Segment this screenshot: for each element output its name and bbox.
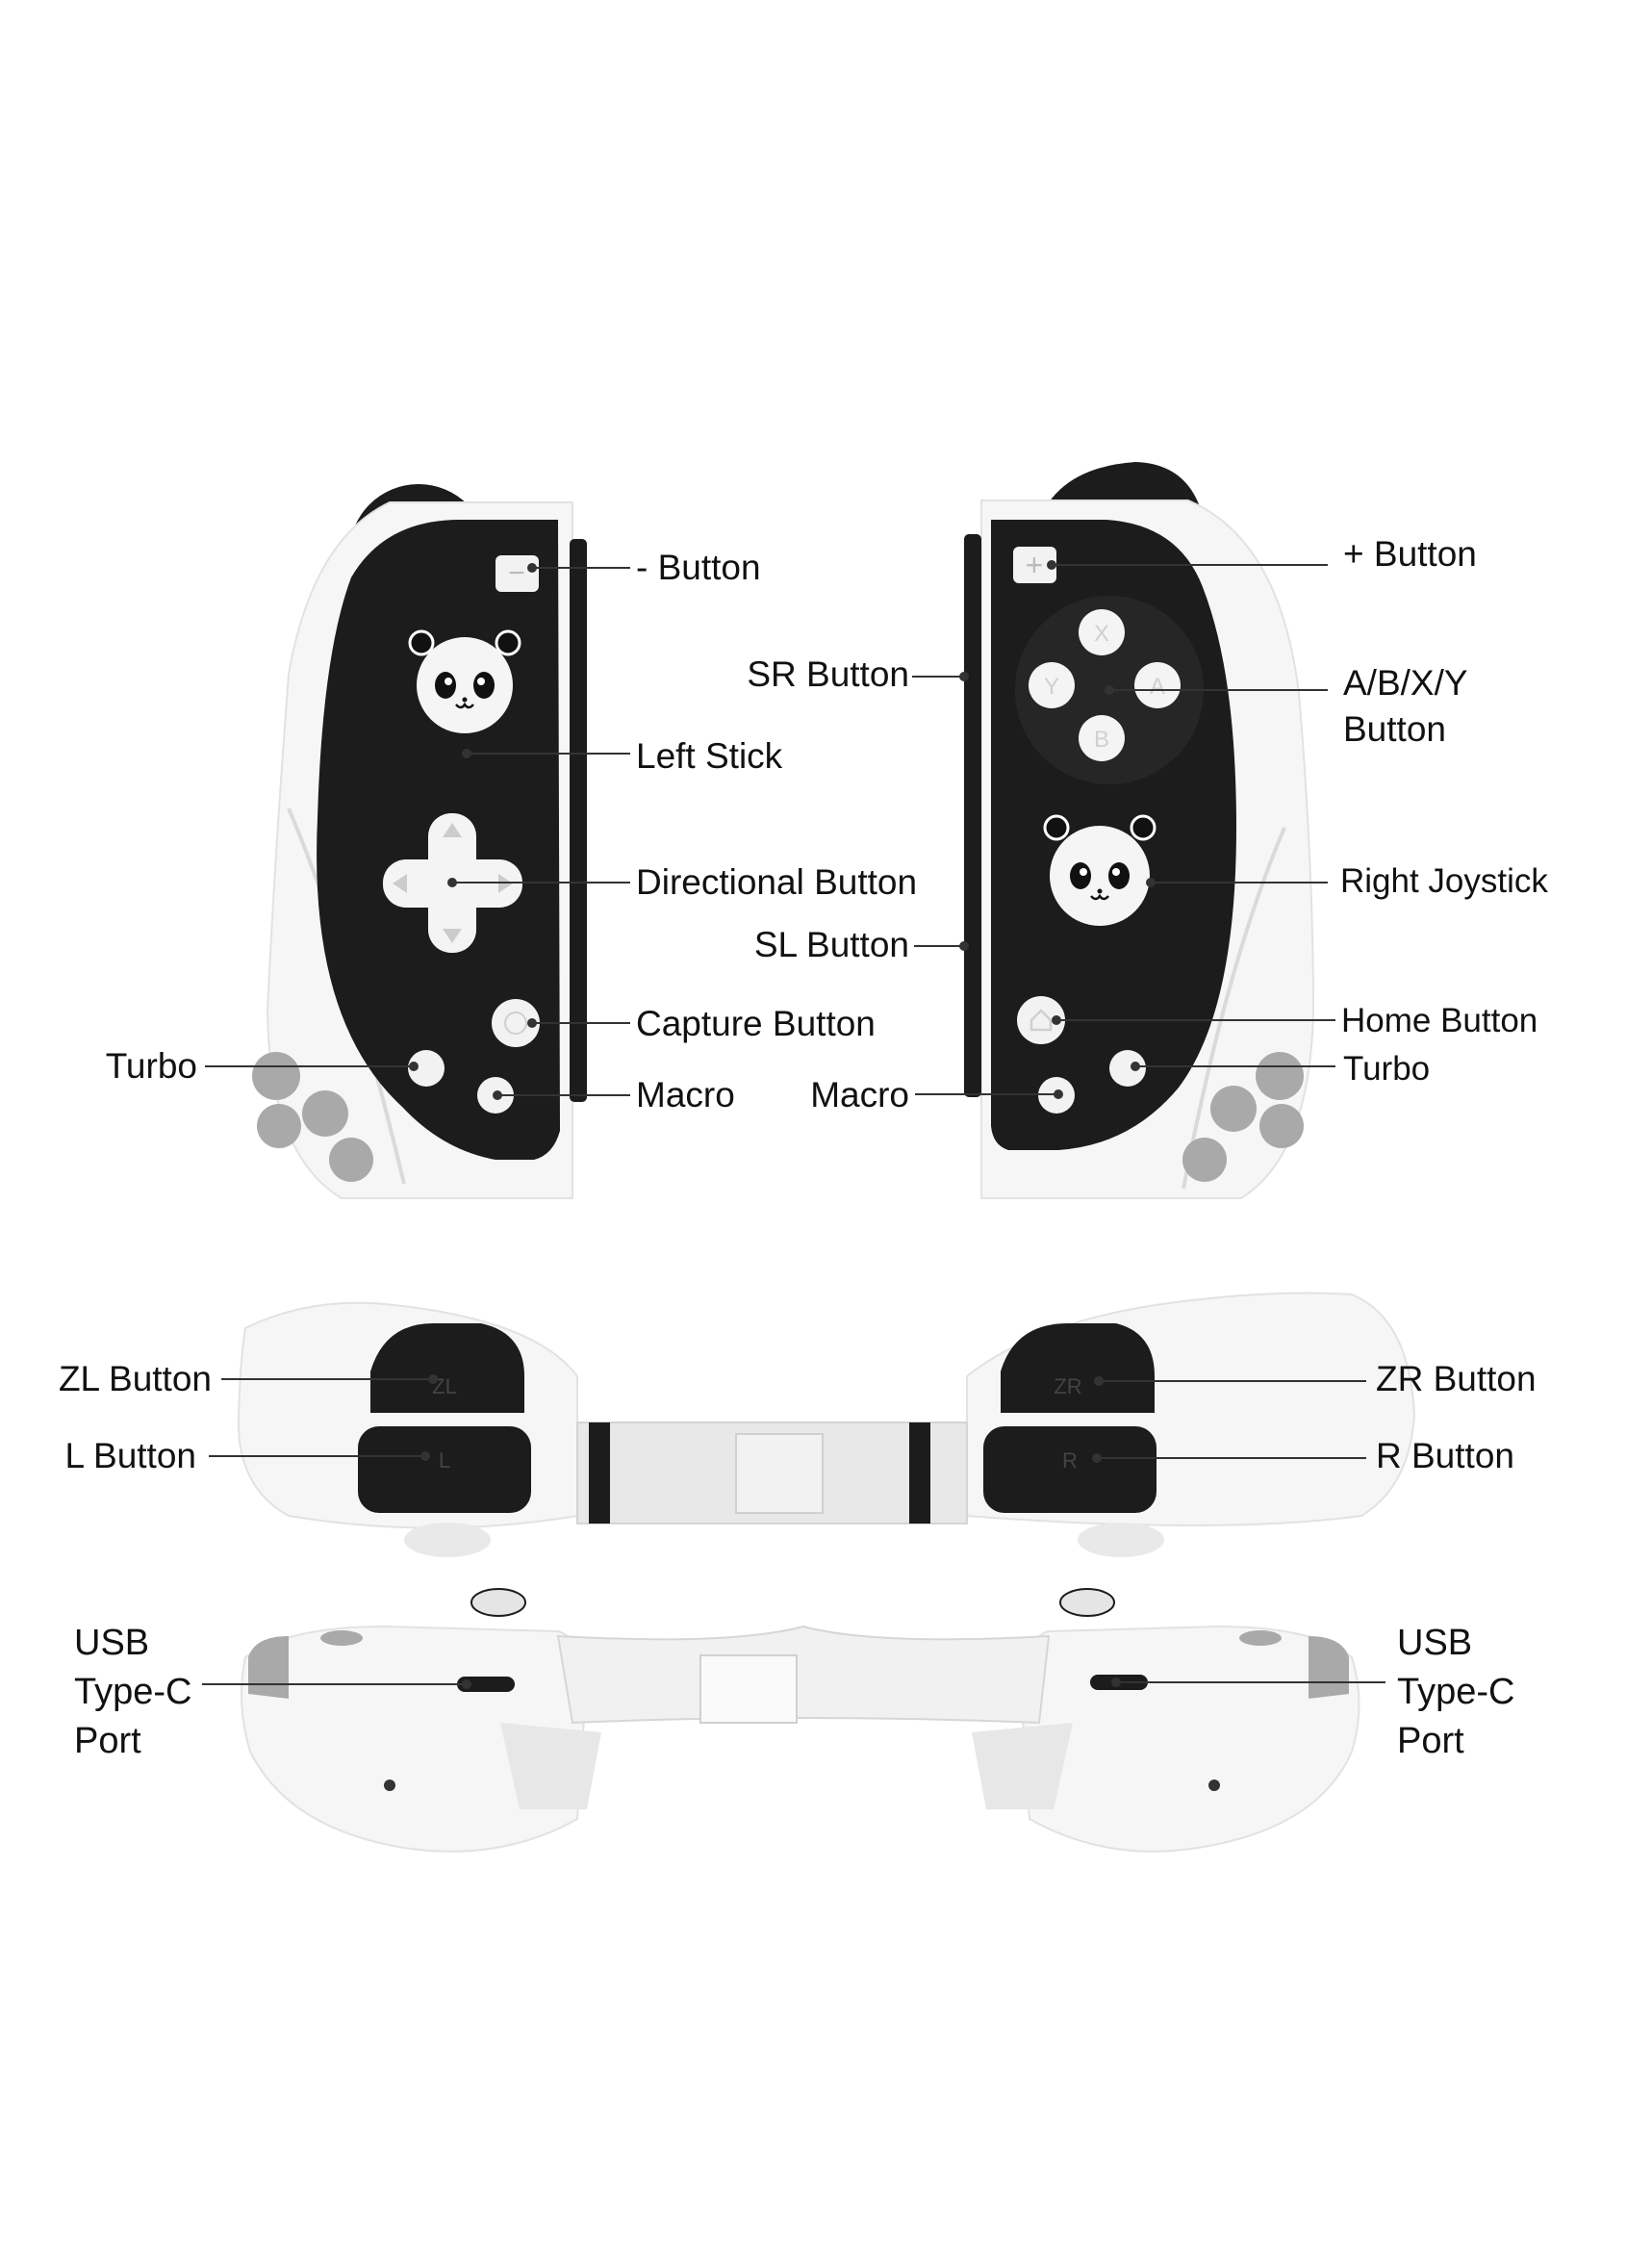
right-rail [964,534,981,1097]
right-joycon: + X Y A B [964,462,1315,1199]
home-button[interactable] [1017,996,1065,1044]
bottom-view-controller [241,1588,1360,1853]
label-minus-button: - Button [636,548,761,587]
x-glyph: X [1094,621,1109,647]
label-right-joystick: Right Joystick [1340,862,1548,900]
y-glyph: Y [1044,674,1059,700]
left-joycon: − [252,484,587,1199]
abxy-buttons: X Y A B [1029,609,1181,761]
l-button[interactable] [358,1426,531,1513]
usb-right-line: USB [1397,1623,1473,1663]
label-directional-button: Directional Button [636,862,918,902]
left-paw-pad [257,1104,301,1148]
label-home-button: Home Button [1341,1002,1538,1039]
y-button[interactable] [1029,662,1075,708]
l-glyph: L [439,1448,450,1473]
plus-button[interactable] [1013,547,1056,583]
label-plus-button: + Button [1343,534,1477,574]
label-sr-button: SR Button [747,654,909,694]
right-paw-pad [1182,1138,1227,1182]
capture-button[interactable] [492,999,540,1047]
usb-left-line: Type-C [74,1671,192,1712]
label-capture-button: Capture Button [636,1004,876,1043]
label-r-button: R Button [1376,1436,1514,1475]
r-glyph: R [1062,1448,1078,1473]
leader-lines [202,560,1385,1689]
b-button[interactable] [1079,715,1125,761]
left-rail [570,539,587,1102]
label-usb-right: USB Type-C Port [1397,1619,1514,1766]
usb-left-line: Port [74,1720,141,1761]
x-button[interactable] [1079,609,1125,655]
left-turbo-button[interactable] [408,1050,445,1087]
b-glyph: B [1094,727,1109,753]
right-paw-pad [1256,1052,1304,1100]
zr-glyph: ZR [1054,1374,1081,1398]
circle-icon [504,1012,527,1035]
bottom-right-body [1018,1625,1360,1853]
usb-right-line: Port [1397,1720,1464,1761]
minus-button[interactable] [496,555,539,592]
right-paw-pad [1259,1104,1304,1148]
arrow-up-icon [443,823,462,837]
zl-button[interactable] [370,1323,524,1413]
minus-glyph: − [508,557,525,589]
plus-glyph: + [1026,548,1044,582]
left-paw-pad [302,1090,348,1137]
label-left-stick: Left Stick [636,736,783,776]
left-stick-panda-face-icon[interactable] [408,629,521,733]
label-l-button: L Button [64,1436,196,1475]
label-abxy-line2: Button [1343,709,1446,749]
label-abxy-line1: A/B/X/Y [1343,663,1468,703]
zr-button[interactable] [1001,1323,1155,1413]
right-stick-panda-face-icon[interactable] [1043,814,1156,926]
house-icon [1029,1009,1053,1032]
label-macro-left: Macro [636,1075,735,1114]
right-paw-pad [1210,1086,1257,1132]
label-sl-button: SL Button [753,925,909,964]
usb-c-port-left [457,1677,515,1692]
left-paw-pad [252,1052,300,1100]
left-paw-pad [329,1138,373,1182]
right-turbo-button[interactable] [1109,1050,1146,1087]
label-usb-left: USB Type-C Port [74,1619,191,1766]
label-turbo-right: Turbo [1343,1050,1431,1088]
label-zl-button: ZL Button [58,1359,212,1398]
r-button[interactable] [983,1426,1156,1513]
a-button[interactable] [1134,662,1181,708]
top-view-controller: ZL L ZR R [237,1292,1416,1557]
label-zr-button: ZR Button [1376,1359,1537,1398]
label-macro-right: Macro [810,1075,909,1114]
usb-left-line: USB [74,1623,150,1663]
label-turbo-left: Turbo [105,1046,197,1086]
usb-right-line: Type-C [1397,1671,1515,1712]
arrow-left-icon [393,874,407,893]
arrow-down-icon [443,929,462,943]
grip-underside [556,1625,1051,1725]
a-glyph: A [1150,674,1165,700]
